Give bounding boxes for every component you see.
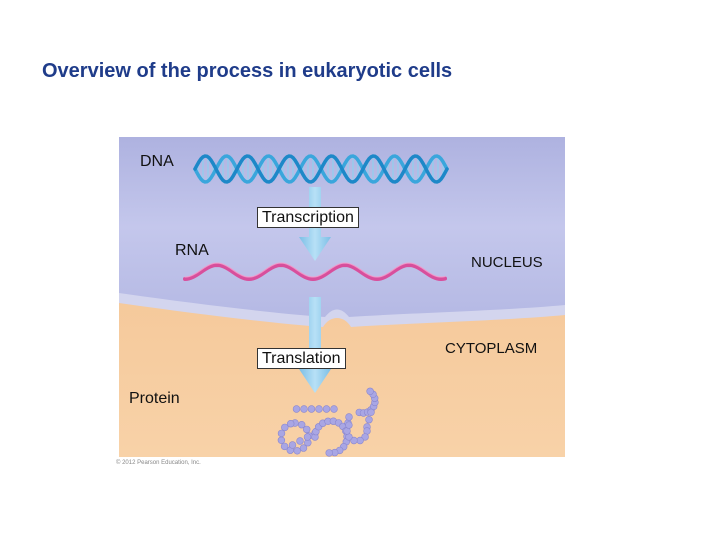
protein-label: Protein (129, 390, 180, 407)
amino-acid-bead (322, 405, 331, 413)
cytoplasm-label: CYTOPLASM (445, 340, 538, 357)
nucleus-label: NUCLEUS (471, 254, 543, 271)
amino-acid-bead (281, 423, 289, 432)
amino-acid-bead (356, 436, 364, 445)
amino-acid-bead (287, 420, 295, 428)
rna-label: RNA (175, 242, 209, 259)
slide-title: Overview of the process in eukaryotic ce… (42, 60, 453, 82)
translation-arrow (299, 297, 331, 393)
amino-acid-bead (277, 429, 286, 438)
amino-acid-bead (330, 405, 338, 413)
amino-acid-bead (350, 436, 358, 445)
amino-acid-bead (280, 442, 289, 451)
dna-label: DNA (140, 153, 174, 170)
transcription-translation-diagram: DNA Transcription RNA NUCLEUS CYTOPLASM … (119, 137, 565, 457)
amino-acid-bead (315, 405, 323, 413)
amino-acid-bead (288, 441, 297, 449)
amino-acid-bead (299, 444, 308, 452)
mrna-strand-line (183, 262, 447, 282)
amino-acid-bead (303, 425, 311, 434)
transcription-label: Transcription (257, 207, 359, 228)
copyright-notice: © 2012 Pearson Education, Inc. (116, 460, 201, 466)
mrna-highlight (184, 262, 446, 278)
amino-acid-bead (325, 449, 333, 457)
dna-double-helix (193, 154, 449, 184)
amino-acid-bead (366, 387, 374, 396)
amino-acid-bead (277, 436, 286, 444)
amino-acid-bead (345, 421, 353, 429)
amino-acid-bead (361, 433, 369, 441)
amino-acid-bead (298, 421, 306, 429)
dna-strand-2 (193, 154, 449, 184)
diagram-graphic (119, 137, 565, 457)
amino-acid-bead (307, 405, 316, 413)
amino-acid-bead (367, 408, 375, 416)
amino-acid-bead (365, 416, 373, 424)
protein-chain (277, 387, 379, 457)
amino-acid-bead (303, 433, 312, 441)
amino-acid-bead (345, 413, 353, 421)
amino-acid-bead (293, 447, 301, 455)
amino-acid-bead (300, 405, 308, 413)
mrna-strand (183, 262, 447, 282)
amino-acid-bead (296, 437, 304, 445)
amino-acid-bead (292, 405, 301, 413)
translation-label: Translation (257, 348, 346, 369)
